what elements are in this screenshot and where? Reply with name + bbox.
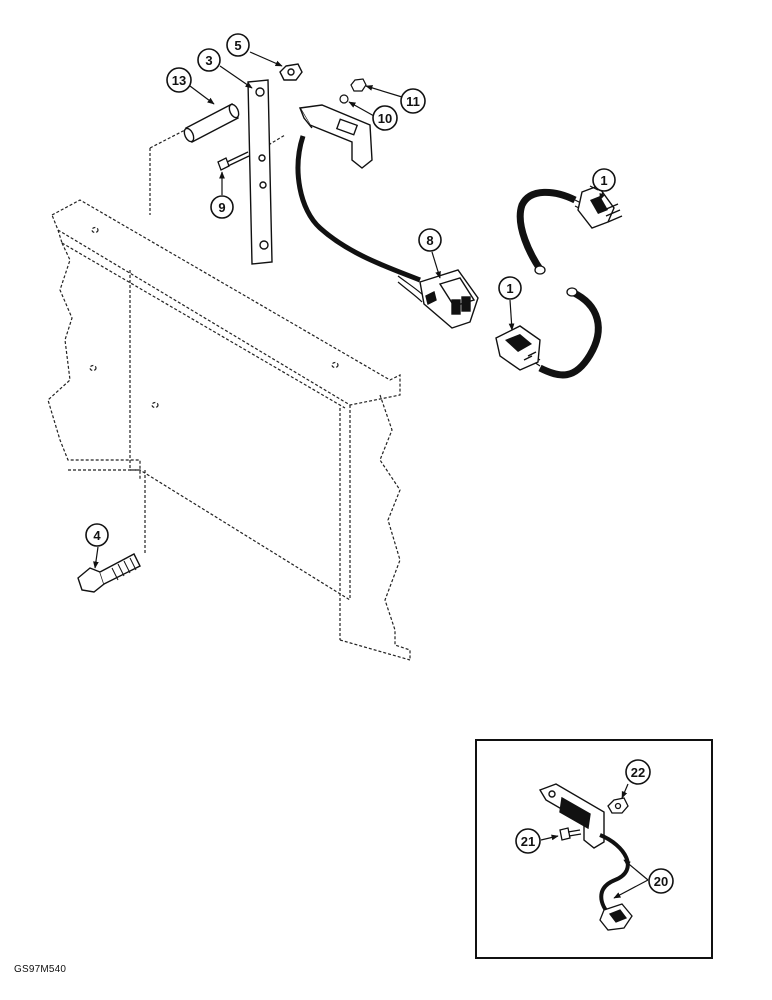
leader-lines: [93, 51, 649, 899]
callout-21-label: 21: [521, 834, 535, 849]
callout-22: 22: [625, 759, 651, 785]
callout-3: 3: [197, 48, 221, 72]
callout-8: 8: [418, 228, 442, 252]
washer-10: [339, 94, 349, 104]
callout-1-lower: 1: [498, 276, 522, 300]
callout-11-label: 11: [406, 94, 420, 109]
harness-1-lower: [495, 287, 602, 379]
callout-4: 4: [85, 523, 109, 547]
callout-13-label: 13: [172, 73, 186, 88]
callout-13: 13: [166, 67, 192, 93]
callout-1-upper: 1: [592, 168, 616, 192]
callout-10: 10: [372, 105, 398, 131]
inset-screw-21: [559, 827, 582, 841]
spacer-tube-13: [183, 103, 240, 143]
callout-9-label: 9: [218, 200, 225, 215]
callout-8-label: 8: [426, 233, 433, 248]
inset-connector: [599, 903, 633, 931]
bolt-4: [77, 553, 141, 593]
harness-1-upper: [516, 185, 623, 275]
inset-harness: [599, 833, 630, 917]
inset-box: [475, 739, 713, 959]
callout-5: 5: [226, 33, 250, 57]
nut-5: [279, 63, 303, 81]
connector-8: [419, 269, 479, 329]
screw-9: [217, 151, 250, 171]
strap-bracket-3: [247, 79, 273, 265]
callout-9: 9: [210, 195, 234, 219]
callout-22-label: 22: [631, 765, 645, 780]
nut-11: [350, 78, 367, 92]
inset-sensor: [538, 783, 605, 849]
callout-10-label: 10: [378, 111, 392, 126]
callout-5-label: 5: [234, 38, 241, 53]
callout-1-lower-label: 1: [506, 281, 513, 296]
callout-4-label: 4: [93, 528, 101, 543]
callout-11: 11: [400, 88, 426, 114]
callout-20-label: 20: [654, 874, 668, 889]
callout-20: 20: [648, 868, 674, 894]
callout-3-label: 3: [205, 53, 212, 68]
callout-1-upper-label: 1: [600, 173, 607, 188]
figure-code: GS97M540: [14, 964, 67, 975]
sensor-module: [298, 104, 373, 169]
callout-21: 21: [515, 828, 541, 854]
